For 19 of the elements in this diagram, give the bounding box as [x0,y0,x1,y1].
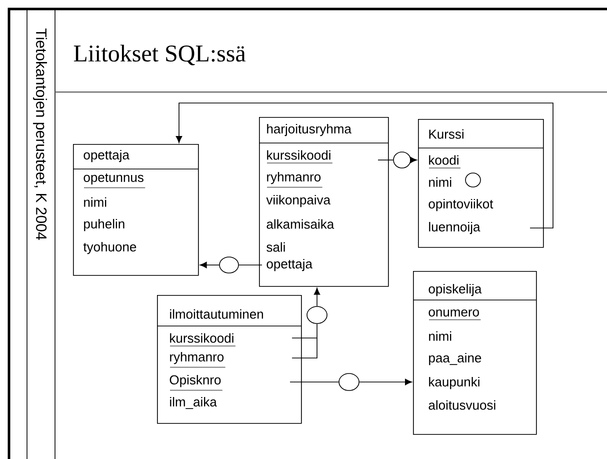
circle-mark [219,256,239,274]
entity-table: Kurssi koodi nimi opintoviikot luennoija [418,119,544,248]
connector-line [176,102,554,228]
side-label: Tietokantojen perusteet, K 2004 [33,28,47,240]
entity-table: opettaja opetunnus nimi puhelin tyohuone [72,144,199,276]
circle-mark [338,373,360,391]
entity-table: harjoitusryhma kurssikoodi ryhmanro viikonpaiva alkamisaika sali opettaja [258,117,389,287]
connector-line [200,262,220,268]
circle-mark [465,172,481,188]
connector-line [359,378,412,386]
connector-line [314,288,320,306]
circle-mark [393,152,411,168]
connector-line [292,324,318,358]
circle-mark [306,306,328,324]
entity-table: opiskelija onumero nimi paa_aine kaupunki aloitusvuosi [412,271,537,435]
connector-line [410,156,417,164]
connector-line [238,264,262,266]
entity-table: ilmoittautuminen kurssikoodi ryhmanro Opisknro ilm_aika [156,295,302,424]
slide-title: Liitokset SQL:ssä [74,44,246,66]
